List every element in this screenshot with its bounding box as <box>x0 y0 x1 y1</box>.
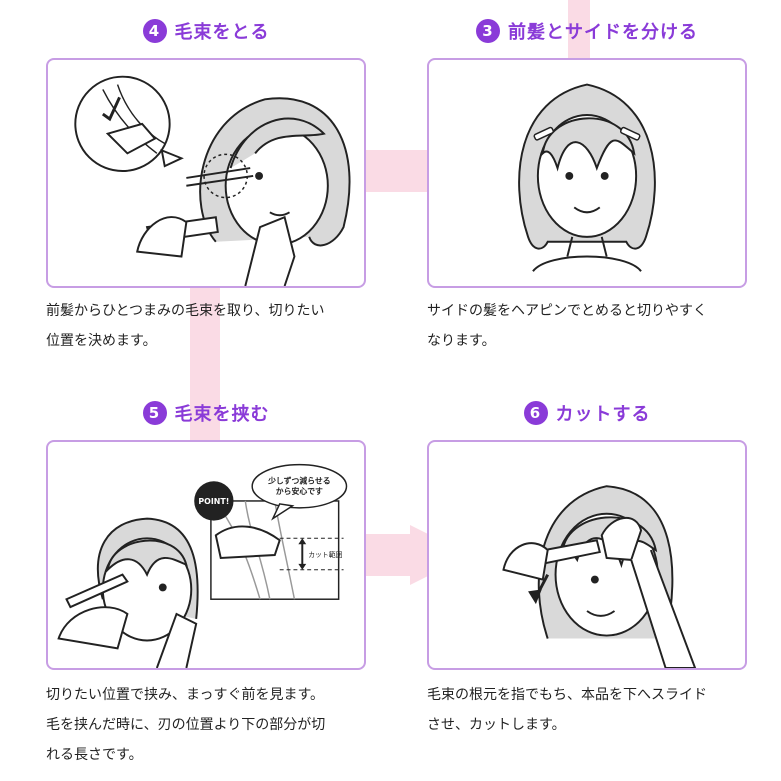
step-6-number: 6 <box>523 401 548 425</box>
step-3-number: 3 <box>476 19 500 43</box>
step-6-illustration-panel <box>427 440 747 670</box>
step-4-title: 4 毛束をとる <box>46 16 366 46</box>
step-5-illustration-panel: カット範囲 POINT! 少しずつ減らせる から安心です <box>46 440 366 670</box>
step-6-illustration <box>502 485 697 668</box>
step-3-illustration <box>518 83 656 272</box>
connector-horizontal-bottom <box>364 534 414 576</box>
connector-top-vertical <box>568 0 590 58</box>
step-3-title-text: 前髪とサイドを分ける <box>508 22 698 43</box>
step-3-description: サイドの髪をヘアピンでとめると切りやすく なります。 <box>427 303 707 349</box>
point-badge: POINT! <box>198 497 229 506</box>
step-6-description: 毛束の根元を指でもち、本品を下へスライド させ、カットします。 <box>427 687 707 733</box>
step-4-title-text: 毛束をとる <box>174 22 270 43</box>
speech-bubble-line1: 少しずつ減らせる <box>267 475 331 485</box>
step-6-title-text: カットする <box>555 404 651 425</box>
cut-range-label: カット範囲 <box>308 550 342 559</box>
step-4-number: 4 <box>142 19 167 43</box>
step-3-title: 3 前髪とサイドを分ける <box>427 16 747 46</box>
step-4-description: 前髪からひとつまみの毛束を取り、切りたい 位置を決めます。 <box>46 303 325 349</box>
step-5-illustration: カット範囲 POINT! 少しずつ減らせる から安心です <box>57 463 348 668</box>
step-5-number: 5 <box>142 401 167 425</box>
speech-bubble-line2: から安心です <box>276 486 323 496</box>
step-5-title-text: 毛束を挟む <box>174 404 270 425</box>
step-4-illustration <box>74 75 351 286</box>
step-5-title: 5 毛束を挟む <box>46 398 366 428</box>
connector-horizontal-top <box>364 150 428 192</box>
step-6-title: 6 カットする <box>427 398 747 428</box>
connector-vertical-left <box>190 286 220 441</box>
step-5-description: 切りたい位置で挟み、まっすぐ前を見ます。 毛を挟んだ時に、刃の位置より下の部分が… <box>46 687 326 763</box>
step-4-illustration-panel <box>46 58 366 288</box>
step-3-illustration-panel <box>427 58 747 288</box>
